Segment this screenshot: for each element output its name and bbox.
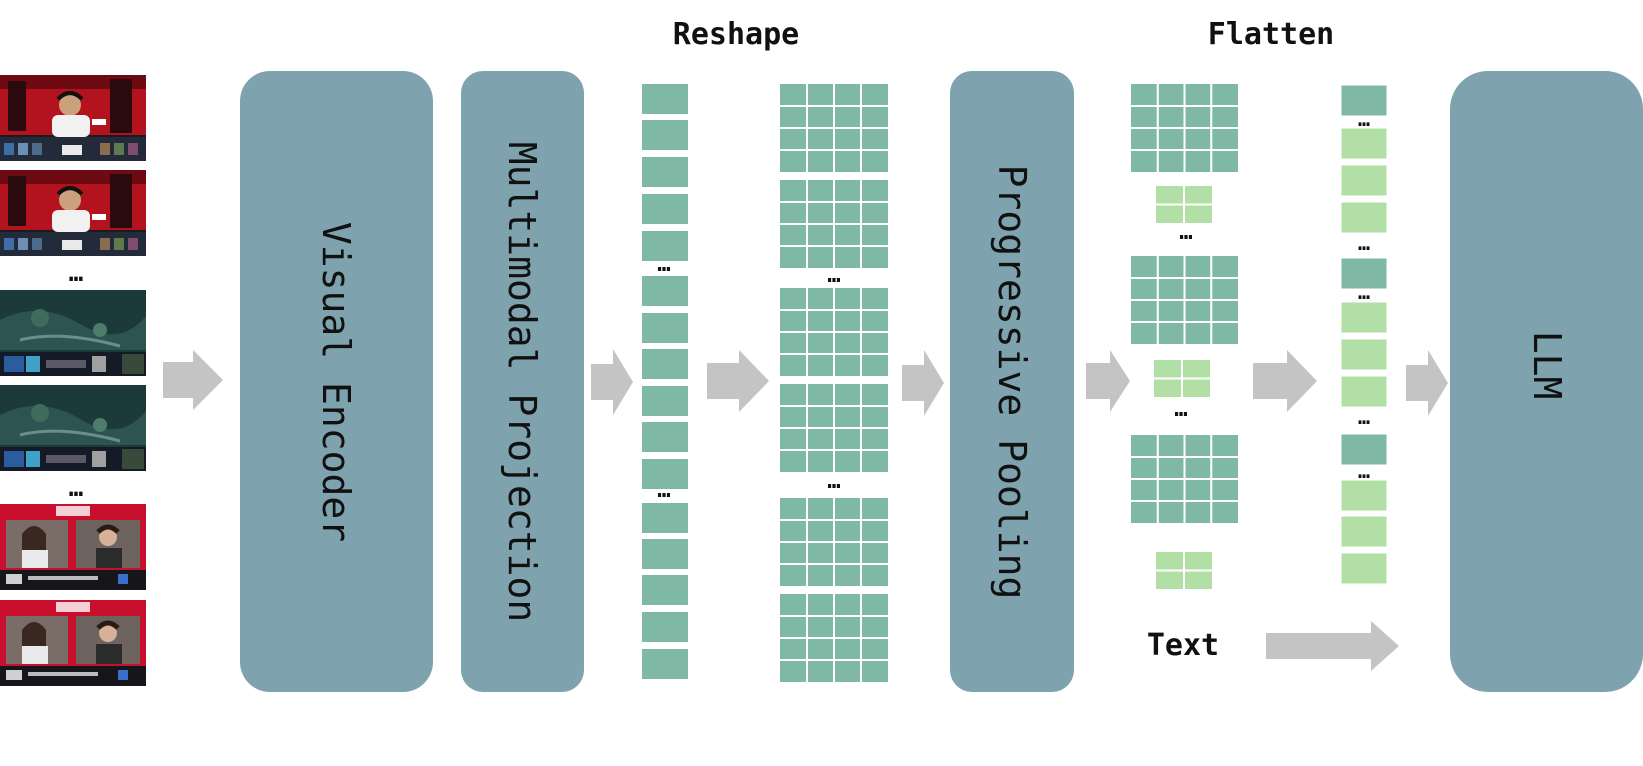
flat-token-pooled: [1340, 479, 1388, 512]
flow-arrow: [1406, 350, 1448, 416]
video-frame: [0, 168, 148, 258]
flat-token-key: [1340, 257, 1388, 290]
visual-token: [642, 231, 688, 261]
token-column-ellipsis: …: [657, 252, 670, 277]
video-frame: [0, 504, 146, 590]
visual-token: [642, 649, 688, 679]
reshaped-token-grid: [780, 84, 888, 172]
reshaped-token-grid: [780, 498, 888, 586]
progressive-pooling-block: [950, 71, 1074, 692]
flat-token-pooled: [1340, 301, 1388, 334]
visual-token: [642, 194, 688, 224]
token-column-ellipsis: …: [657, 478, 670, 503]
reshape-ellipsis: …: [827, 263, 840, 288]
visual-encoder-block: [240, 71, 433, 692]
video-frame: [0, 288, 148, 378]
flat-token-pooled: [1340, 338, 1388, 371]
multimodal-projection-label: Multimodal Projection: [500, 142, 544, 622]
pooled-ellipsis: …: [1179, 220, 1192, 245]
flow-arrow: [163, 350, 223, 410]
pooled-token-grid: [1156, 552, 1212, 589]
flow-arrow: [1086, 350, 1130, 412]
flat-ellipsis: …: [1358, 107, 1370, 131]
llm-label: LLM: [1525, 331, 1569, 400]
reshape-ellipsis: …: [827, 469, 840, 494]
visual-token: [642, 539, 688, 569]
flat-token-pooled: [1340, 552, 1388, 585]
unpooled-token-grid: [1131, 256, 1238, 344]
flat-ellipsis: …: [1358, 231, 1370, 255]
llm-block: [1450, 71, 1643, 692]
flat-token-pooled: [1340, 515, 1388, 548]
visual-token: [642, 612, 688, 642]
reshaped-token-grid: [780, 594, 888, 682]
pooled-ellipsis: …: [1174, 397, 1187, 422]
text-input-label: Text: [1147, 628, 1219, 663]
visual-encoder-label: Visual Encoder: [314, 222, 358, 542]
flat-token-pooled: [1340, 164, 1388, 197]
visual-token: [642, 349, 688, 379]
flat-token-pooled: [1340, 201, 1388, 234]
pooled-grids: [1131, 84, 1238, 589]
flat-token-pooled: [1340, 375, 1388, 408]
reshaped-token-grid: [780, 288, 888, 376]
video-frame: [0, 383, 148, 473]
visual-token: [642, 386, 688, 416]
multimodal-projection-block: [461, 71, 584, 692]
visual-token: [642, 313, 688, 343]
flat-token-key: [1340, 433, 1388, 466]
video-frame: [0, 73, 148, 163]
progressive-pooling-label: Progressive Pooling: [990, 165, 1034, 600]
visual-token: [642, 459, 688, 489]
flat-token-pooled: [1340, 127, 1388, 160]
flat-token-key: [1340, 84, 1388, 117]
token-column: [642, 84, 688, 679]
unpooled-token-grid: [1131, 84, 1238, 172]
visual-token: [642, 120, 688, 150]
reshape-label: Reshape: [673, 17, 799, 52]
video-frame: [0, 600, 146, 686]
flow-arrows: [163, 349, 1448, 671]
flat-ellipsis: …: [1358, 459, 1370, 483]
reshaped-token-grid: [780, 180, 888, 268]
frames-ellipsis: …: [69, 259, 83, 287]
flow-arrow: [1266, 621, 1399, 671]
flow-arrow: [1253, 350, 1317, 412]
visual-token: [642, 276, 688, 306]
flow-arrow: [707, 350, 769, 412]
input-frames: … …: [0, 73, 148, 686]
visual-token: [642, 575, 688, 605]
flattened-sequence: [1340, 84, 1388, 585]
flat-ellipsis: …: [1358, 280, 1370, 304]
unpooled-token-grid: [1131, 435, 1238, 523]
visual-token: [642, 157, 688, 187]
visual-token: [642, 503, 688, 533]
flat-ellipsis: …: [1358, 405, 1370, 429]
visual-token: [642, 84, 688, 114]
pooled-token-grid: [1154, 360, 1210, 397]
reshape-grids: [780, 84, 888, 682]
flatten-label: Flatten: [1208, 17, 1334, 52]
flow-arrow: [591, 349, 633, 415]
flow-arrow: [902, 350, 944, 416]
reshaped-token-grid: [780, 384, 888, 472]
pooled-token-grid: [1156, 186, 1212, 223]
visual-token: [642, 422, 688, 452]
frames-ellipsis: …: [69, 474, 83, 502]
